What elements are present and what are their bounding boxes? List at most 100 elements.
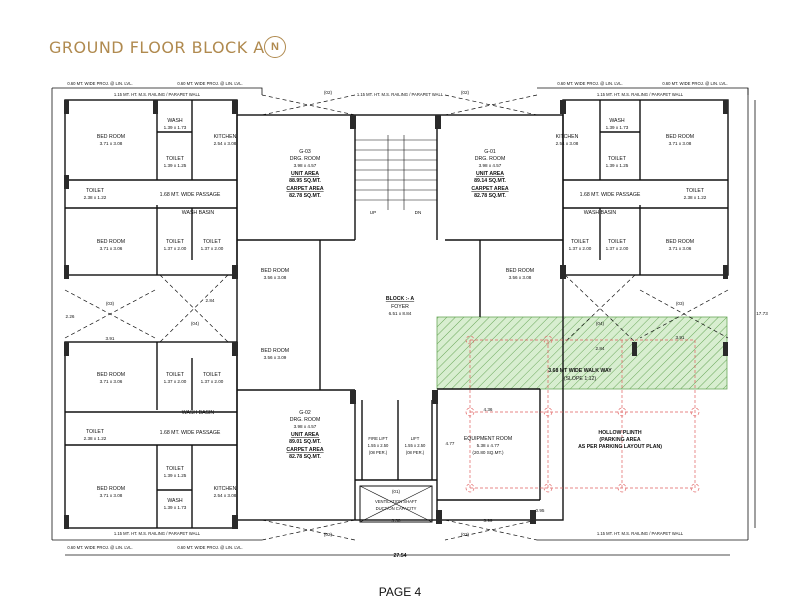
toilet-size-lt2: 2.38 x 1.22 xyxy=(84,195,107,200)
cutout-label-bottom-right: (02) xyxy=(461,532,470,537)
drg-label-g02: DRG. ROOM xyxy=(290,417,321,423)
toilet-label-lt4: TOILET xyxy=(203,239,222,245)
passage-label-lt: 1.68 MT. WIDE PASSAGE xyxy=(160,192,221,198)
kitchen-size-lt: 2.54 x 3.08 xyxy=(214,141,237,146)
proj-note-4: 0.60 MT. WIDE PROJ. @ LIN. LVL. xyxy=(662,81,727,86)
foyer-label: FOYER xyxy=(391,304,409,310)
equipment-size: 5.38 x 4.77 xyxy=(477,443,500,448)
toilet-label-lt2: TOILET xyxy=(86,188,105,194)
carpet-area-label-g03: CARPET AREA xyxy=(286,186,324,192)
toilet-size-lt1: 1.39 x 1.25 xyxy=(164,163,187,168)
equipment-area: (20.80 SQ.MT.) xyxy=(472,450,504,455)
walkway-slope: (SLOPE 1:12) xyxy=(564,376,597,382)
dim-284-right: 2.84 xyxy=(596,346,605,351)
bedroom-label-c3: BED ROOM xyxy=(506,268,534,274)
bedroom-label-lt2: BED ROOM xyxy=(97,239,125,245)
bedroom-label-rt1: BED ROOM xyxy=(666,134,694,140)
block-label: BLOCK :- A xyxy=(386,296,415,302)
railing-note-top-right: 1.15 MT. HT. M.S. RAILING / PARAPET WALL xyxy=(597,92,684,97)
staircase xyxy=(355,135,437,210)
kitchen-size-lb: 2.54 x 3.08 xyxy=(214,493,237,498)
fire-lift-cap: (08 PER.) xyxy=(369,450,388,455)
toilet-label-rt1: TOILET xyxy=(608,156,627,162)
cutout-label-04-left: (04) xyxy=(191,321,200,326)
toilet-label-lb3: TOILET xyxy=(86,429,105,435)
fire-lift-size: 1.55 x 2.50 xyxy=(368,443,389,448)
lift-size: 1.55 x 2.50 xyxy=(405,443,426,448)
toilet-size-lt3: 1.37 x 2.00 xyxy=(164,246,187,251)
ventilation-label: VENTILATION SHAFT xyxy=(375,499,417,504)
columns xyxy=(64,100,728,529)
cutouts xyxy=(64,94,729,541)
cutout-label-top-right: (02) xyxy=(461,90,470,95)
bedroom-label-c2: BED ROOM xyxy=(261,348,289,354)
north-arrow-icon: N xyxy=(264,36,286,58)
dim-391: 3.91 xyxy=(106,336,115,341)
carpet-area-label-g01: CARPET AREA xyxy=(471,186,509,192)
wash-size-rt: 1.39 x 1.73 xyxy=(606,125,629,130)
carpet-area-value-g01: 82.78 SQ.MT. xyxy=(474,193,506,199)
wash-basin-label-lb: WASH BASIN xyxy=(182,410,215,416)
toilet-label-lb2: TOILET xyxy=(203,372,222,378)
unit-area-label-g03: UNIT AREA xyxy=(291,171,319,177)
bedroom-label-lb2: BED ROOM xyxy=(97,486,125,492)
bedroom-label-rt2: BED ROOM xyxy=(666,239,694,245)
cutout-label-bottom-left: (02) xyxy=(324,532,333,537)
toilet-size-lb1: 1.37 x 2.00 xyxy=(164,379,187,384)
toilet-size-rt3: 1.37 x 2.00 xyxy=(569,246,592,251)
page-number: PAGE 4 xyxy=(378,585,422,599)
proj-note-3: 0.60 MT. WIDE PROJ. @ LIN. LVL. xyxy=(557,81,622,86)
cutout-label-01: (01) xyxy=(392,489,401,494)
unit-area-value-g03: 88.95 SQ.MT. xyxy=(289,178,321,184)
drg-label-g01: DRG. ROOM xyxy=(475,156,506,162)
cutout-label-right: (03) xyxy=(676,301,685,306)
proj-note-1: 0.60 MT. WIDE PROJ. @ LIN. LVL. xyxy=(67,81,132,86)
unit-area-label-g02: UNIT AREA xyxy=(291,432,319,438)
railing-note-bottom-left: 1.15 MT. HT. M.S. RAILING / PARAPET WALL xyxy=(114,531,201,536)
plinth-label: HOLLOW PLINTH xyxy=(598,430,641,436)
carpet-area-value-g02: 82.78 SQ.MT. xyxy=(289,454,321,460)
wash-label-rt: WASH xyxy=(609,118,625,124)
equipment-label: EQUIPMENT ROOM xyxy=(464,436,512,442)
passage-label-lb: 1.68 MT. WIDE PASSAGE xyxy=(160,430,221,436)
parking-label: (PARKING AREA xyxy=(599,437,640,443)
dim-095: 0.95 xyxy=(536,508,545,513)
carpet-area-value-g03: 82.78 SQ.MT. xyxy=(289,193,321,199)
carpet-area-label-g02: CARPET AREA xyxy=(286,447,324,453)
bedroom-label-lt1: BED ROOM xyxy=(97,134,125,140)
bedroom-size-c3: 3.56 x 3.08 xyxy=(509,275,532,280)
drg-size-g02: 3.98 x 4.57 xyxy=(294,424,317,429)
cutout-label-top-left: (02) xyxy=(324,90,333,95)
bedroom-size-lb2: 3.71 x 3.08 xyxy=(100,493,123,498)
stair-up-label: UP xyxy=(370,210,376,215)
unit-area-label-g01: UNIT AREA xyxy=(476,171,504,177)
dim-399: 3.99 xyxy=(484,518,493,523)
stair-dn-label: DN xyxy=(415,210,422,215)
total-width-dim: 27.54 xyxy=(394,553,407,559)
kitchen-label-lb: KITCHEN xyxy=(214,486,237,492)
toilet-label-lb4: TOILET xyxy=(166,466,185,472)
wash-label-lt: WASH xyxy=(167,118,183,124)
bedroom-size-rt1: 3.71 x 3.08 xyxy=(669,141,692,146)
unit-id-g02: G-02 xyxy=(299,410,311,416)
bedroom-size-lt1: 3.71 x 3.08 xyxy=(100,141,123,146)
kitchen-size-rt: 2.54 x 3.08 xyxy=(556,141,579,146)
proj-note-6: 0.60 MT. WIDE PROJ. @ LIN. LVL. xyxy=(177,545,242,550)
railing-note-top-center: 1.15 MT. HT. M.S. RAILING / PARAPET WALL xyxy=(357,92,444,97)
parking-grid xyxy=(465,335,700,493)
toilet-label-rt4: TOILET xyxy=(608,239,627,245)
kitchen-label-lt: KITCHEN xyxy=(214,134,237,140)
toilet-label-rt3: TOILET xyxy=(571,239,590,245)
toilet-size-lb2: 1.37 x 2.00 xyxy=(201,379,224,384)
parking-label-2: AS PER PARKING LAYOUT PLAN) xyxy=(578,444,662,450)
foyer-size: 6.51 x 8.84 xyxy=(389,311,412,316)
toilet-label-lb1: TOILET xyxy=(166,372,185,378)
ventilation-shaft xyxy=(359,485,433,523)
lift-cap: (08 PER.) xyxy=(406,450,425,455)
fire-lift-label: FIRE LIFT xyxy=(368,436,388,441)
toilet-size-rt1: 1.39 x 1.25 xyxy=(606,163,629,168)
railing-note-top-left: 1.15 MT. HT. M.S. RAILING / PARAPET WALL xyxy=(114,92,201,97)
bedroom-size-c1: 3.56 x 3.08 xyxy=(264,275,287,280)
dim-330: 3.30 xyxy=(392,518,401,523)
dim-436: 4.36 xyxy=(484,407,493,412)
